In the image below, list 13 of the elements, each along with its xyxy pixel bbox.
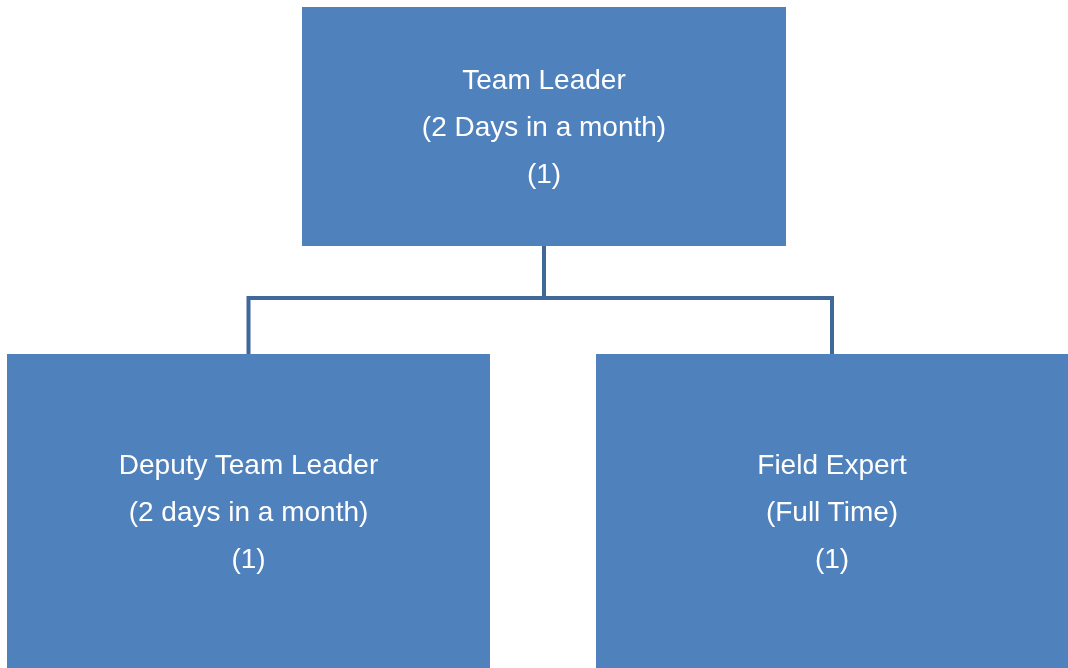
role-box: [302, 7, 786, 246]
role-text: (2 days in a month): [128, 494, 369, 529]
role-text: (Full Time): [765, 494, 899, 529]
role-text: (1): [526, 157, 562, 191]
role-text: (1): [814, 541, 850, 576]
role-box: [596, 354, 1068, 668]
role-text: Field Expert: [757, 447, 907, 482]
connector-line: [542, 246, 834, 354]
role-box: [7, 354, 490, 668]
role-text: (1): [231, 541, 266, 576]
role-text: Deputy Team Leader: [118, 447, 379, 482]
role-text: Team Leader: [462, 63, 626, 97]
role-text: (2 Days in a month): [421, 110, 667, 144]
